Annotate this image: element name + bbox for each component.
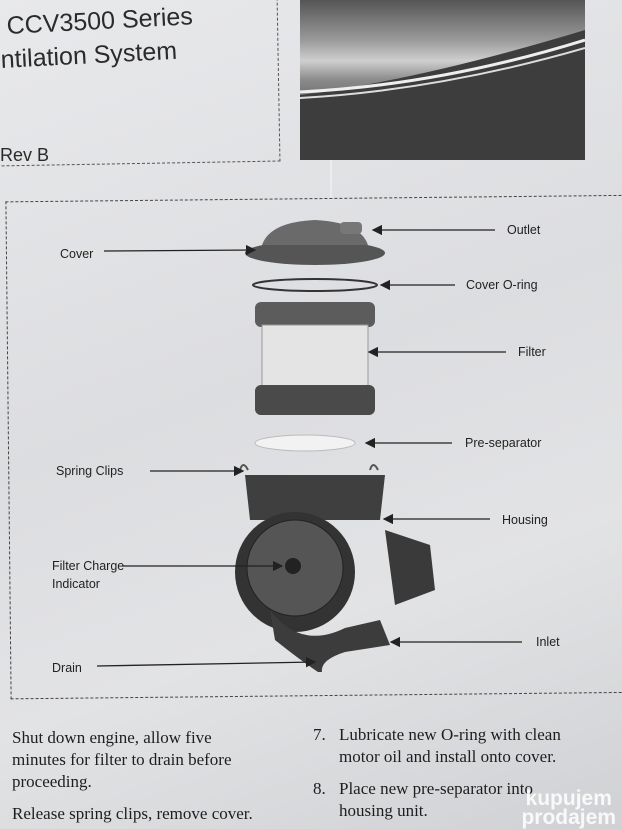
step-line: motor oil and install onto cover. (339, 747, 557, 766)
step-line: Lubricate new O-ring with clean (339, 725, 561, 744)
filter-assembly-illustration (96, 220, 522, 672)
steps-right-column: 7. Lubricate new O-ring with clean motor… (313, 724, 622, 822)
filter-part (255, 302, 375, 415)
step-line: minutes for filter to drain before (12, 750, 232, 769)
label-outlet: Outlet (507, 223, 541, 237)
step-line: Place new pre-separator into (339, 779, 533, 798)
step-number: 7. (313, 725, 326, 744)
step-7: 7. Lubricate new O-ring with clean motor… (313, 724, 622, 768)
label-drain: Drain (52, 661, 82, 675)
label-filter-charge-2: Indicator (52, 577, 100, 591)
cover-part (245, 220, 385, 265)
label-filter: Filter (518, 345, 546, 359)
watermark-line: kupujem (525, 787, 612, 810)
label-inlet: Inlet (536, 635, 560, 649)
label-spring-clips: Spring Clips (56, 464, 124, 478)
label-filter-charge-1: Filter Charge (52, 559, 125, 573)
cover-oring-part (252, 278, 378, 292)
step-8: 8. Place new pre-separator into housing … (313, 778, 622, 822)
label-housing: Housing (502, 513, 548, 527)
step-line: Release spring clips, remove cover. (12, 804, 253, 823)
step-release-clips: Release spring clips, remove cover. (0, 803, 286, 825)
landscape-image (300, 30, 585, 160)
housing-part (235, 464, 435, 672)
step-line: housing unit. (339, 801, 428, 820)
watermark-line: prodajem (521, 806, 616, 829)
drain-arrow (96, 656, 317, 668)
step-shutdown: . Shut down engine, allow five minutes f… (0, 727, 286, 793)
step-number: 8. (313, 779, 326, 798)
watermark-logo: kupujem prodajem (521, 787, 616, 829)
step-line: proceeding. (12, 772, 92, 791)
label-pre-separator: Pre-separator (465, 436, 542, 450)
step-line: Shut down engine, allow five (12, 728, 212, 747)
steps-left-column: . Shut down engine, allow five minutes f… (0, 727, 286, 825)
landscape-photo (300, 0, 585, 160)
pre-separator-part (254, 434, 356, 452)
label-cover: Cover (60, 247, 94, 261)
cover-arrow (103, 244, 257, 256)
revision-label: Rev B (0, 145, 50, 165)
label-cover-oring: Cover O-ring (466, 278, 538, 292)
